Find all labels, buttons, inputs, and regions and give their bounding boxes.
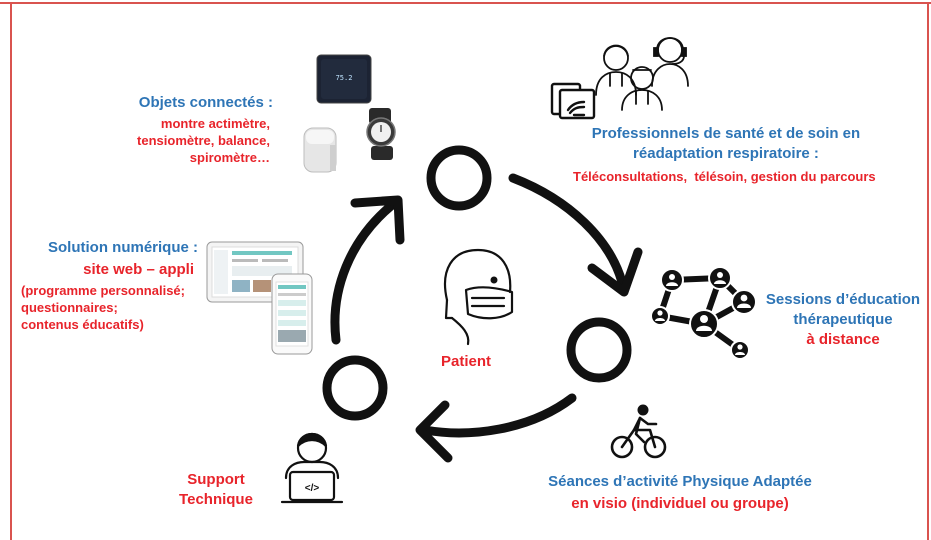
headset-agent-icon bbox=[651, 37, 689, 87]
svg-text:75.2: 75.2 bbox=[336, 74, 353, 82]
support-label: Support Technique bbox=[166, 470, 266, 510]
education-line: thérapeutique bbox=[793, 310, 893, 328]
code-symbol: </> bbox=[305, 483, 320, 494]
digital-solution-line: (programme personnalisé; bbox=[21, 283, 185, 298]
connected-objects-line: spiromètre… bbox=[189, 150, 270, 166]
physical-activity-title: Séances d’activité Physique Adaptée bbox=[548, 473, 812, 490]
digital-solution-line: contenus éducatifs) bbox=[21, 317, 144, 333]
cyclist-icon bbox=[610, 404, 667, 459]
connected-objects-line: tensiomètre, balance, bbox=[137, 133, 270, 149]
arrow-left-to-top bbox=[330, 195, 405, 345]
professionals-detail: Téléconsultations, télésoin, gestion du … bbox=[573, 169, 876, 184]
frame-left-border bbox=[10, 2, 12, 540]
frame-right-border bbox=[927, 2, 929, 540]
education-highlight: à distance bbox=[806, 330, 880, 348]
cycle-node-right bbox=[566, 317, 632, 383]
frame-top-border bbox=[0, 2, 931, 4]
professionals-title-line: réadaptation respiratoire : bbox=[633, 144, 819, 162]
connected-objects-list: montre actimètre, tensiomètre, balance, … bbox=[137, 115, 270, 166]
cycle-node-left bbox=[322, 355, 388, 421]
professionals-title-line: Professionnels de santé et de soin en bbox=[591, 125, 861, 142]
support-line: Technique bbox=[179, 490, 253, 508]
connected-objects-title: Objets connectés : bbox=[138, 94, 273, 111]
cycle-node-top bbox=[426, 145, 492, 211]
developer-laptop-icon bbox=[280, 432, 344, 504]
scale-icon: 75.2 bbox=[316, 54, 372, 104]
arrow-top-to-right bbox=[508, 173, 643, 297]
blood-pressure-monitor-icon bbox=[303, 127, 337, 173]
digital-solution-title: Solution numérique : bbox=[48, 239, 198, 256]
arrow-right-to-left bbox=[415, 393, 577, 463]
support-line: Support bbox=[187, 471, 245, 488]
professionals-title: Professionnels de santé et de soin en ré… bbox=[576, 124, 876, 164]
doctor-icon bbox=[595, 44, 637, 96]
digital-solution-list: (programme personnalisé; questionnaires;… bbox=[21, 282, 185, 333]
network-icon bbox=[650, 266, 757, 360]
digital-solution-subtitle: site web – appli bbox=[83, 261, 194, 278]
phone-icon bbox=[271, 273, 313, 355]
education-title: Sessions d’éducation thérapeutique à dis… bbox=[763, 290, 923, 349]
physical-activity-detail: en visio (individuel ou groupe) bbox=[571, 495, 789, 512]
smartwatch-icon bbox=[366, 108, 396, 160]
connected-objects-line: montre actimètre, bbox=[160, 116, 270, 131]
education-line: Sessions d’éducation bbox=[765, 291, 921, 308]
patient-mask-icon bbox=[443, 248, 514, 346]
digital-solution-line: questionnaires; bbox=[21, 300, 118, 316]
video-screen-icon bbox=[550, 82, 596, 120]
nurse-icon bbox=[621, 66, 663, 111]
patient-label: Patient bbox=[441, 353, 492, 370]
